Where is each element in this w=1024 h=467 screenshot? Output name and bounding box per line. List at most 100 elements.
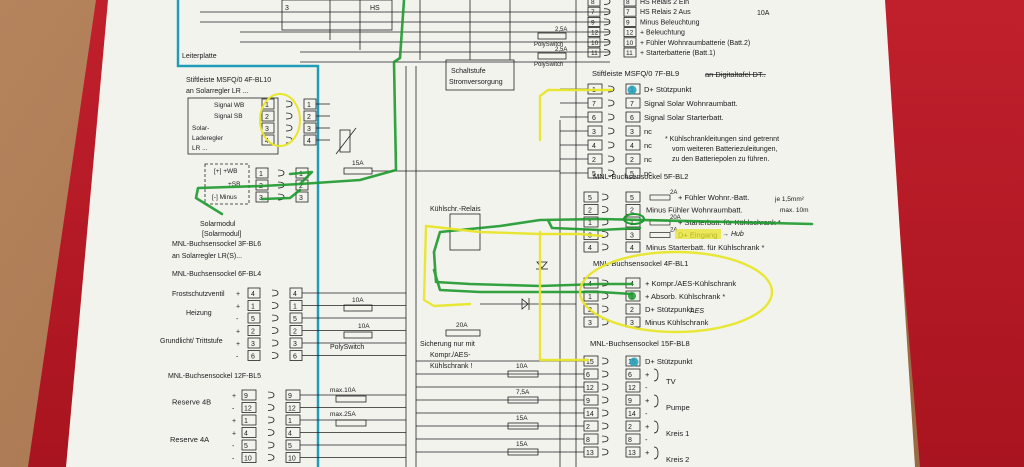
bl9-pin-box-2 [625, 139, 641, 151]
connector-fork [601, 435, 609, 443]
bl8-num: 13 [586, 450, 594, 457]
bl8-num: 15 [586, 359, 594, 366]
bl5-group-label: Reserve 4B [172, 397, 211, 406]
bl2-label: Minus Starterbatt. für Kühlschrank * [646, 243, 764, 252]
bl2-pin: 3 [630, 233, 634, 240]
bl10-right-num: 2 [307, 114, 311, 121]
bl2-num: 5 [588, 195, 592, 202]
bl9-label: nc [644, 169, 652, 178]
top-row-num: 11 [591, 50, 598, 57]
bl9-label: Signal Solar Wohnraumbatt. [644, 99, 738, 108]
bl4-pin [247, 300, 261, 311]
bl4-sign: - [236, 354, 239, 361]
bl5-pin [241, 402, 257, 413]
bl8-pin: 8 [628, 437, 632, 444]
bl8-pin: 2 [628, 424, 632, 431]
fuse-max10a-label: max.10A [330, 387, 356, 394]
polyswitch-label-2: PolySwitch [534, 62, 563, 68]
bl5-num: 9 [244, 393, 248, 400]
connector-fork [607, 155, 615, 163]
bl2-num: 4 [588, 245, 592, 252]
bl8-num: 9 [586, 398, 590, 405]
bl2-pin: 5 [630, 195, 634, 202]
bl6-right-num: 2 [299, 183, 303, 190]
bl5-sign: - [232, 443, 235, 450]
bl1-label: + Absorb. Kühlschrank * [645, 292, 725, 301]
bl6-right-num: 3 [299, 195, 303, 202]
bl1-pin-box [583, 303, 599, 315]
bl4-sign: + [236, 329, 240, 336]
bl10-left-pin [261, 110, 275, 122]
bl8-fuse [507, 370, 539, 378]
sicherung-1: Sicherung nur mit [420, 341, 475, 348]
bl8-brace [653, 368, 659, 382]
bl6-title: MNL-Buchsensockel 3F-BL6 [172, 241, 261, 248]
top-row-pin-box-2 [623, 47, 637, 58]
connector-fork [267, 404, 275, 411]
bl10-left-num: 2 [265, 114, 269, 121]
bl8-pin: 9 [628, 398, 632, 405]
bl8-num: 6 [586, 372, 590, 379]
bl8-pin: 14 [628, 411, 636, 418]
connector-fork [607, 85, 615, 93]
top-row-pin: 9 [626, 19, 630, 26]
bl6-label-sb: +SB [228, 181, 240, 188]
bl9-label: nc [644, 141, 652, 150]
bl5-group-label: Reserve 4A [170, 435, 209, 444]
bl2-fuse-label: 20A [670, 215, 681, 221]
bl8-fuse [507, 396, 539, 404]
polyswitch2-label: PolySwitch [330, 344, 364, 351]
bl1-hand-note: AES [689, 308, 704, 315]
fuse-20a-label: 20A [456, 322, 468, 329]
top-row-pin-box-2 [623, 6, 637, 17]
bl4-pin-num: 6 [293, 354, 297, 361]
connector-fork [607, 169, 615, 177]
top-row-label: Minus Beleuchtung [640, 19, 700, 26]
bl4-sign: + [236, 341, 240, 348]
connector-fork [267, 454, 275, 461]
top-row-num: 10 [591, 40, 599, 47]
bl9-pin: 4 [630, 143, 634, 150]
connector-fork [271, 339, 279, 347]
bl8-group-label: Pumpe [666, 403, 690, 412]
bl4-pin [247, 325, 261, 336]
bl9-label: Signal Solar Starterbatt. [644, 113, 724, 122]
bl8-label: + [645, 448, 650, 457]
connector-fork [271, 289, 279, 297]
top-row-pin-box [587, 6, 601, 17]
bl6-right-num: 1 [299, 171, 303, 178]
top-row-pin-box-2 [623, 37, 637, 48]
bl1-label: D+ Stützpunkt [645, 305, 693, 314]
schaltstufe-box [445, 59, 515, 91]
bl1-pin-box [583, 316, 599, 328]
bl4-pin [247, 350, 261, 361]
connector-fork [601, 193, 609, 201]
top-lines [200, 0, 610, 63]
bl8-rows: 1515D+ Stützpunkt66+1212-99+1414-22+88-1… [416, 355, 693, 458]
fuse-10a-b-symbol [343, 331, 373, 339]
top-row-num: 8 [591, 0, 595, 6]
bl8-group-label: Kreis 1 [666, 429, 689, 438]
regler-line-1: Solar- [192, 125, 209, 132]
leiterplatte-frame [176, 0, 320, 467]
bl8-group-label: TV [666, 377, 676, 386]
top-row-num: 12 [591, 30, 599, 37]
bl10-left-num: 1 [265, 102, 269, 109]
bl8-fuse-label: 15A [516, 441, 528, 448]
top-row-pin-box [587, 37, 601, 48]
bl2-pin-box-2 [625, 241, 641, 253]
bl2-cable-2: max. 10m [780, 207, 809, 214]
bl8-label: + [645, 422, 650, 431]
bl1-pin-box-2 [625, 290, 641, 302]
bl4-num: 4 [251, 291, 255, 298]
bl9-num: 7 [592, 101, 596, 108]
polyswitch-rating-1: 2,5A [555, 27, 567, 33]
bl1-label: Minus Kühlschrank [645, 318, 709, 327]
bl8-label: - [645, 383, 648, 392]
bl10-subtitle: an Solarregler LR ... [186, 88, 249, 95]
bl8-fuse-label: 10A [516, 363, 528, 370]
